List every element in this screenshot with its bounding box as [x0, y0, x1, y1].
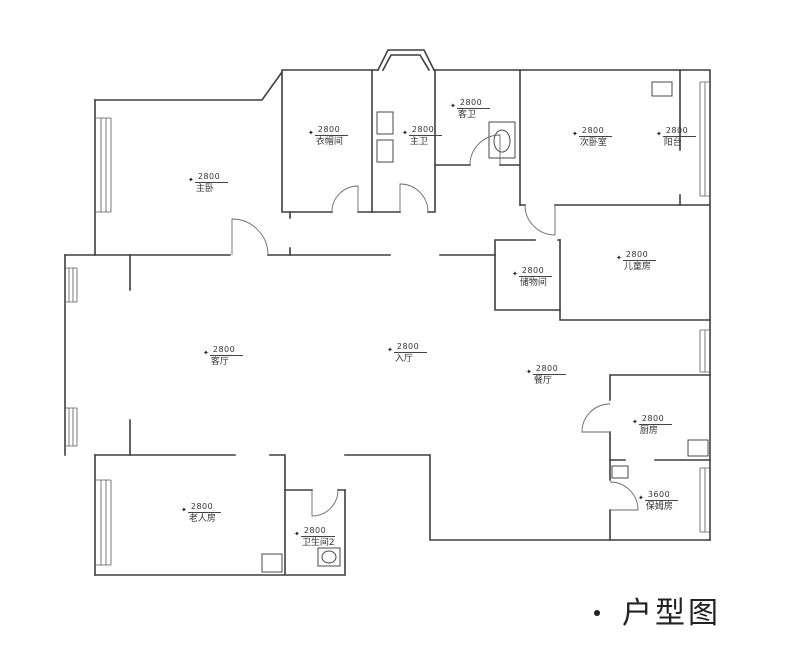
window-hatch-lines: [65, 81, 710, 566]
room-name: 主卫: [409, 137, 428, 147]
room-height-value: 2800: [456, 98, 491, 109]
title-bullet-icon: [594, 610, 600, 616]
room-name: 储物间: [519, 278, 547, 288]
room-name: 保姆房: [645, 502, 673, 512]
dimension-marker-icon: ✦: [203, 349, 209, 357]
room-name: 次卧室: [579, 138, 607, 148]
dimension-marker-icon: ✦: [387, 346, 393, 354]
room-height-value: 2800: [314, 125, 349, 136]
room-height-value: 2800: [187, 502, 222, 513]
wall-lines: [64, 49, 711, 576]
dimension-marker-icon: ✦: [526, 368, 532, 376]
dimension-marker-icon: ✦: [512, 270, 518, 278]
room-height-value: 2800: [393, 342, 428, 353]
dimension-marker-icon: ✦: [572, 130, 578, 138]
plan-title-text: 户型图: [622, 596, 721, 631]
room-name: 餐厅: [533, 376, 552, 386]
dimension-marker-icon: ✦: [188, 176, 194, 184]
dimension-marker-icon: ✦: [402, 129, 408, 137]
dimension-marker-icon: ✦: [616, 254, 622, 262]
room-name: 儿童房: [623, 262, 651, 272]
room-name: 客厅: [210, 357, 229, 367]
room-height-value: 2800: [194, 172, 229, 183]
room-height-value: 2800: [518, 266, 553, 277]
dimension-marker-icon: ✦: [632, 418, 638, 426]
room-height-value: 2800: [300, 526, 335, 537]
room-height-value: 2800: [408, 125, 443, 136]
room-name: 客卫: [457, 110, 476, 120]
fixture-symbols: [261, 81, 709, 573]
dimension-marker-icon: ✦: [638, 494, 644, 502]
room-name: 主卧: [195, 184, 214, 194]
room-name: 厨房: [639, 426, 658, 436]
room-height-value: 2800: [578, 126, 613, 137]
room-name: 衣帽间: [315, 137, 343, 147]
room-height-value: 2800: [638, 414, 673, 425]
dimension-marker-icon: ✦: [294, 530, 300, 538]
room-name: 阳台: [663, 138, 682, 148]
plan-title: 户型图: [594, 588, 721, 632]
door-swing-arcs: [231, 134, 639, 517]
dimension-marker-icon: ✦: [450, 102, 456, 110]
dimension-marker-icon: ✦: [308, 129, 314, 137]
dimension-marker-icon: ✦: [181, 506, 187, 514]
room-height-value: 2800: [662, 126, 697, 137]
room-name: 入厅: [394, 354, 413, 364]
dimension-marker-icon: ✦: [656, 130, 662, 138]
room-height-value: 2800: [209, 345, 244, 356]
room-name: 老人房: [188, 514, 216, 524]
room-height-value: 3600: [644, 490, 679, 501]
room-height-value: 2800: [622, 250, 657, 261]
room-name: 卫生间2: [301, 538, 335, 548]
room-height-value: 2800: [532, 364, 567, 375]
